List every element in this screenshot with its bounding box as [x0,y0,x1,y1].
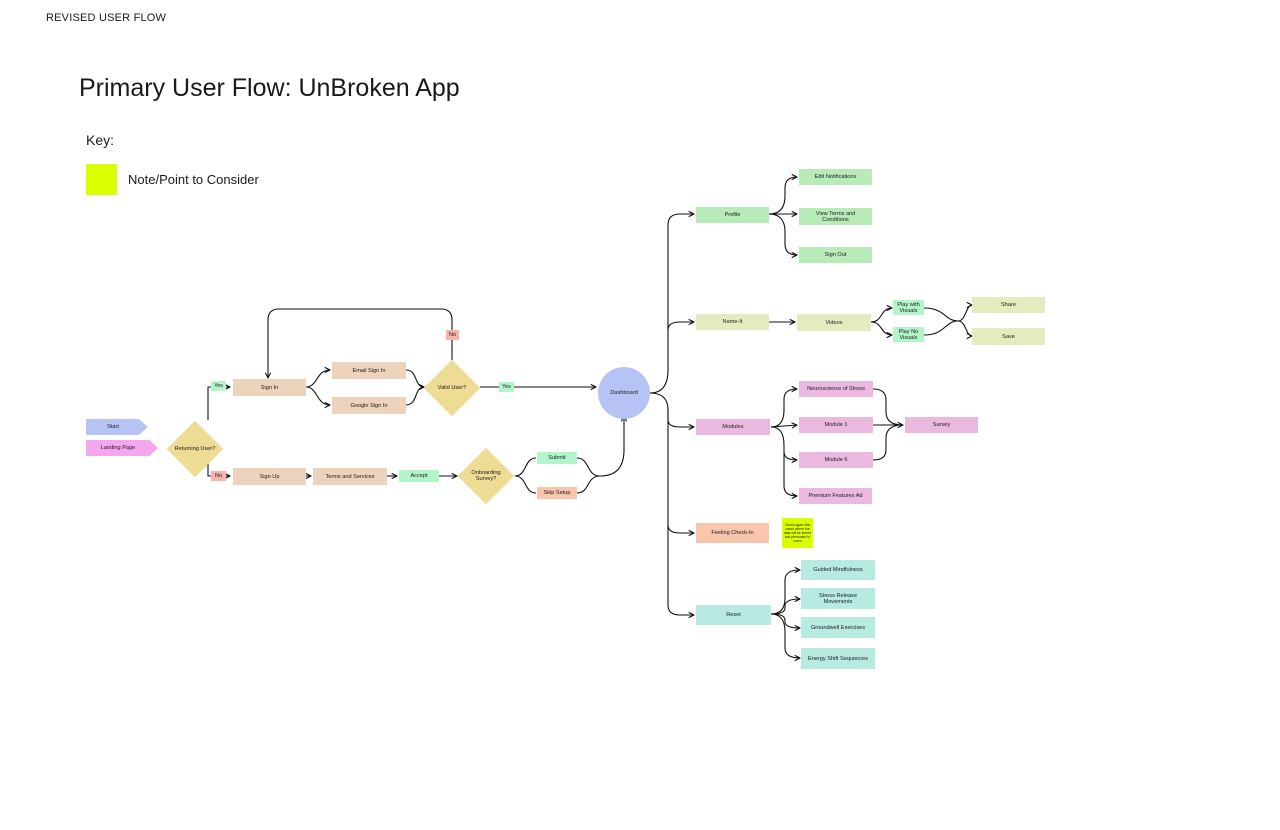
edge-onboarding-to-skip [514,475,537,494]
play-no-visuals-node: Play No Visuals [893,327,924,342]
sign-in-node: Sign In [233,379,306,396]
edge-modules-to-neuro [770,389,797,428]
module-1-node: Module 1 [799,417,873,433]
returning-user-decision: Returning User? [166,420,224,478]
edge-reset-to-energy [770,613,800,658]
sign-out-node: Sign Out [799,247,872,263]
edge-submit-skip-to-dashboard [576,416,624,477]
view-terms-node: View Terms and Conditions [799,208,872,225]
save-node: Save [972,328,1045,345]
edge-onboarding-to-submit [514,457,537,477]
edge-valid-no-loop [268,308,453,378]
edge-reset-to-groundwell [770,613,800,628]
edit-notifications-node: Edit Notifications [799,169,872,185]
valid-user-decision: Valid User? [423,359,481,417]
key-title: Key: [86,132,115,148]
edge-dashboard-to-reset [667,525,694,615]
edge-skip-merge [576,475,601,494]
edge-modules-to-m1 [770,425,797,427]
yes-valid-label: Yes [499,382,514,392]
profile-node: Profile [696,207,769,223]
note-sticky: Check again this cases where the data wi… [782,518,813,548]
play-with-visuals-node: Play with Visuals [893,300,924,315]
submit-node: Submit [537,452,577,464]
survey-node: Survey [905,417,978,433]
edge-dashboard-to-nameit [667,322,694,331]
edge-modules-to-m6 [770,426,797,460]
edge-email-to-valid [405,369,424,387]
module-6-node: Module 6 [799,452,873,468]
videos-node: Videos [797,314,871,331]
premium-features-ad-node: Premium Features Ad [799,488,872,504]
onboarding-survey-decision: Onboarding Survey? [457,447,515,505]
edge-neuro-to-survey [872,388,903,425]
no-label: No [211,471,226,481]
edge-dashboard-to-feeling [667,410,694,533]
edge-google-to-valid [405,387,424,406]
sign-up-node: Sign Up [233,468,306,485]
email-sign-in-node: Email Sign In [332,362,406,379]
key-note-label: Note/Point to Consider [128,172,259,187]
terms-services-node: Terms and Services [313,468,387,485]
neuroscience-of-stress-node: Neuroscience of Stress [799,381,873,397]
stress-release-movements-node: Stress Release Movements [801,588,875,609]
share-node: Share [972,297,1045,313]
edge-signin-to-google [305,386,330,405]
edge-dashboard-to-modules [649,392,694,427]
accept-node: Accept [399,470,439,482]
edge-signin-to-email [305,370,330,388]
edge-reset-to-mindfulness [770,570,800,615]
name-it-node: Name-It [696,314,769,330]
yes-label: Yes [211,381,226,391]
guided-mindfulness-node: Guided Mindfulness [801,560,875,580]
google-sign-in-node: Google Sign In [332,397,406,414]
modules-node: Modules [696,419,770,435]
feeling-check-in-node: Feeling Check-In [696,523,769,543]
dashboard-node: Dashboard [598,367,650,419]
edge-modules-to-premium [783,452,797,496]
reset-node: Reset [696,605,771,625]
groundwell-exercises-node: Groundwell Exercises [801,617,875,638]
edge-profile-to-signout [768,213,797,255]
edge-videos-to-playnovisuals [870,321,892,335]
key-note-swatch [86,164,117,195]
edge-m6-to-survey [872,424,904,461]
edge-reset-to-stress [770,599,800,615]
skip-setup-node: Skip Setup [537,487,577,499]
landing-page-node: Landing Page [86,440,158,456]
edge-videos-to-playvisuals [870,308,892,323]
frame-label: REVISED USER FLOW [46,12,167,24]
energy-shift-sequences-node: Energy Shift Sequences [801,648,875,669]
no-loop-label: No [446,330,459,340]
edge-novisuals-to-save [923,320,972,336]
edge-visuals-to-share [923,305,972,322]
edge-returning-to-signin [207,387,230,420]
page-title: Primary User Flow: UnBroken App [79,74,460,102]
edge-dashboard-to-profile [649,214,694,394]
edge-profile-to-notifications [768,177,797,215]
start-node: Start [86,419,148,435]
